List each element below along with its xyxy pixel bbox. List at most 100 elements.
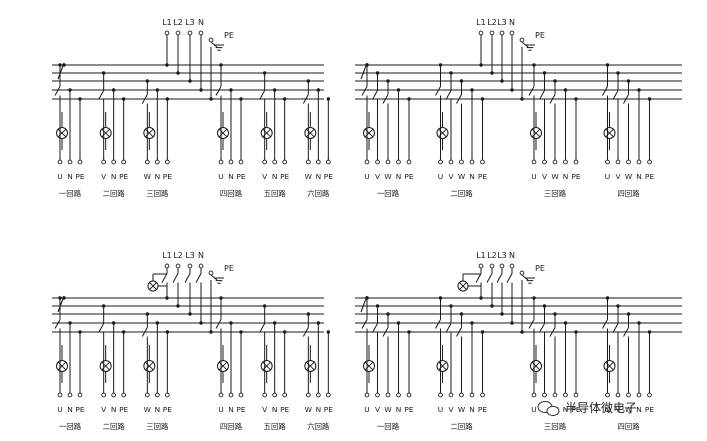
circuit-label: 一回路 — [59, 189, 82, 198]
supply-label-l1: L1 — [162, 18, 172, 27]
terminal-dot — [282, 159, 288, 165]
supply-label-n: N — [509, 251, 515, 260]
terminal-dot — [154, 159, 160, 165]
terminal-dot — [77, 392, 83, 398]
switch-contact — [456, 81, 462, 118]
terminal-dot — [406, 392, 412, 398]
lamp-icon — [217, 127, 229, 139]
terminal-label: PE — [163, 172, 172, 181]
terminal-label: N — [111, 405, 117, 414]
terminal-dot — [552, 159, 558, 165]
supply-label-l3: L3 — [185, 18, 195, 27]
switch-contact — [612, 306, 619, 351]
terminal-dot — [615, 392, 621, 398]
switch-contact — [539, 73, 545, 118]
supply-label-l2: L2 — [173, 251, 183, 260]
terminal-dot — [396, 159, 401, 165]
supply-label-l1: L1 — [476, 18, 486, 27]
terminal-label: PE — [280, 405, 289, 414]
lamp-icon — [260, 360, 273, 372]
terminal-dot — [647, 159, 652, 165]
terminal-dot — [605, 159, 610, 165]
supply-label-n: N — [198, 18, 204, 27]
terminal-dot — [238, 392, 244, 398]
terminal-dot — [187, 30, 193, 36]
terminal-dot — [187, 263, 193, 269]
diagram-4: L1L2L3NPEUVWNPE一回路UVWNPE二回路UVWNPE三回路UVWN… — [355, 251, 682, 431]
terminal-dot — [144, 159, 150, 165]
terminal-dot — [282, 392, 288, 398]
circuit-label: 四回路 — [617, 422, 640, 431]
terminal-dot — [605, 392, 610, 398]
terminal-dot — [647, 392, 652, 398]
switch-contact — [435, 65, 441, 118]
terminal-label: PE — [404, 405, 413, 414]
terminal-label: V — [262, 405, 267, 414]
lamp-icon — [436, 360, 449, 372]
terminal-dot — [636, 159, 642, 165]
terminal-dot — [77, 159, 83, 165]
terminal-label: N — [636, 172, 642, 181]
terminal-dot — [489, 263, 495, 269]
switch-contact — [549, 81, 556, 118]
terminal-dot — [459, 392, 464, 398]
terminal-label: N — [155, 405, 161, 414]
switch-contact — [259, 73, 266, 118]
terminal-label: U — [364, 405, 369, 414]
terminal-dot — [325, 392, 331, 398]
terminal-label: PE — [645, 405, 654, 414]
terminal-dot — [154, 392, 160, 398]
terminal-dot — [542, 392, 547, 398]
watermark-text: 半导体微电子 — [565, 401, 637, 415]
switch-contact — [302, 314, 309, 351]
terminal-label: N — [396, 172, 402, 181]
switch-contact — [302, 81, 309, 118]
switch-contact — [372, 306, 378, 351]
switch-contact — [435, 298, 441, 351]
terminal-label: V — [615, 405, 620, 414]
switch-contact — [361, 65, 368, 118]
terminal-label: N — [228, 405, 234, 414]
switch-contact — [215, 298, 222, 351]
circuit-label: 三回路 — [146, 422, 169, 431]
terminal-dot — [542, 159, 547, 165]
terminal-label: PE — [163, 405, 172, 414]
terminal-label: PE — [571, 172, 580, 181]
terminal-dot — [101, 159, 107, 165]
ground-icon — [525, 44, 535, 51]
switch-contact — [486, 268, 493, 289]
switch-contact — [372, 73, 378, 118]
lamp-icon — [304, 127, 317, 139]
pe-label: PE — [535, 264, 545, 273]
terminal-label: N — [563, 172, 569, 181]
terminal-dot — [364, 159, 370, 165]
terminal-dot — [305, 392, 311, 398]
terminal-dot — [573, 159, 579, 165]
supply-label-l3: L3 — [497, 251, 507, 260]
terminal-dot — [57, 392, 63, 398]
supply-label-l3: L3 — [497, 18, 507, 27]
pe-label: PE — [224, 31, 234, 40]
terminal-label: N — [272, 405, 278, 414]
terminal-dot — [228, 392, 234, 398]
terminal-dot — [218, 159, 224, 165]
terminal-label: V — [101, 405, 106, 414]
terminal-dot — [396, 392, 401, 398]
terminal-dot — [448, 392, 454, 398]
terminal-label: N — [155, 172, 161, 181]
switch-contact — [172, 268, 179, 289]
switch-contact — [98, 73, 105, 118]
terminal-dot — [519, 270, 525, 276]
terminal-dot — [57, 159, 63, 165]
switch-contact — [456, 314, 462, 351]
wechat-icon — [537, 401, 560, 417]
terminal-dot — [509, 263, 515, 269]
circuit-label: 一回路 — [377, 189, 400, 198]
switch-contact — [506, 268, 513, 289]
